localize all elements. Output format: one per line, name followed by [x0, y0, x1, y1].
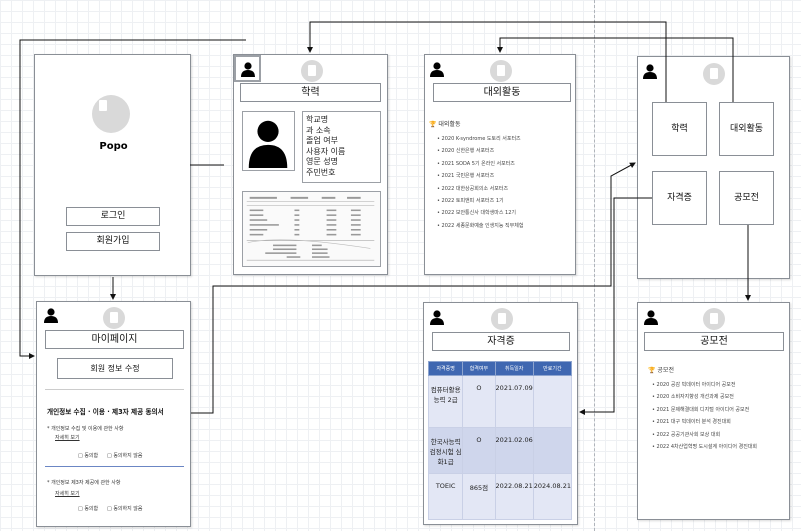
- activities-frame: 대외활동 🏆 대외활동 2020 K-syndrome 도토리 서포터즈 202…: [424, 54, 576, 275]
- divider: [45, 466, 184, 467]
- hub-frame: [637, 56, 790, 279]
- table-row: 한국사능력검정시험 심화1급 O 2021.02.06: [427, 427, 573, 474]
- clause-third-party: * 개인정보 제3자 제공에 관한 사항: [47, 480, 121, 486]
- list-item: 2021 SODA 5기 온라인 서포터즈: [437, 160, 523, 172]
- clause-collection: * 개인정보 수집 및 이용에 관한 사항: [47, 426, 124, 432]
- person-icon: [430, 310, 444, 325]
- list-item: 2020 K-syndrome 도토리 서포터즈: [437, 135, 523, 147]
- list-item: 2022 공공기관사회 보상 대회: [652, 431, 757, 443]
- disagree-checkbox[interactable]: □ 동의하지 않음: [107, 453, 143, 459]
- field-major: 과 소속: [306, 125, 331, 135]
- agree-checkbox[interactable]: □ 동의함: [78, 453, 99, 459]
- cell-expiry: [532, 427, 573, 474]
- section-header: 🏆 대외활동: [429, 119, 461, 128]
- popo-frame: Popo 로그인 회원가입: [34, 54, 191, 276]
- activity-list: 2020 K-syndrome 도토리 서포터즈 2020 신한은행 서포터즈 …: [437, 135, 524, 234]
- contest-frame: 공모전 🏆 공모전 2020 공감 빅데이터 아이디어 공모전 2020 소비자…: [637, 302, 790, 520]
- list-item: 2022 4차산업혁명 도시설계 아이디어 경진대회: [652, 443, 757, 455]
- education-frame: 학력 학교명 과 소속 졸업 여부 사용자 이름 영문 성명 주민번호: [233, 54, 388, 275]
- cell-expiry: [532, 375, 573, 428]
- divider-line: [594, 0, 595, 531]
- document-icon: [703, 63, 725, 85]
- document-icon: [301, 60, 323, 82]
- cell-passed: 865점: [462, 473, 496, 520]
- list-item: 2021 국민은행 서포터즈: [437, 172, 523, 184]
- transcript-scan: [246, 196, 375, 261]
- list-item: 2022 토피앤피 서포터즈 1기: [437, 197, 523, 209]
- person-icon: [44, 308, 58, 323]
- login-button[interactable]: 로그인: [66, 207, 160, 226]
- field-username: 사용자 이름: [306, 146, 346, 156]
- section-header: 🏆 공모전: [648, 365, 674, 374]
- tile-activities[interactable]: 대외활동: [719, 102, 774, 156]
- tile-certificates[interactable]: 자격증: [652, 171, 707, 225]
- disagree-checkbox[interactable]: □ 동의하지 않음: [107, 506, 143, 512]
- list-item: 2020 신한은행 서포터즈: [437, 147, 523, 159]
- field-resident-number: 주민번호: [306, 167, 336, 177]
- edit-profile-button[interactable]: 회원 정보 수정: [57, 358, 173, 379]
- divider: [45, 389, 184, 390]
- page-title: 학력: [240, 83, 381, 102]
- col-header: 합격여부: [462, 361, 496, 376]
- person-icon-box: [234, 55, 261, 82]
- section-title: 대외활동: [438, 121, 461, 128]
- field-english-name: 영문 성명: [306, 157, 338, 166]
- cell-passed: O: [462, 375, 496, 428]
- page-title: 공모전: [644, 332, 784, 351]
- person-icon: [241, 62, 255, 77]
- signup-button[interactable]: 회원가입: [66, 232, 160, 251]
- field-graduation: 졸업 여부: [306, 136, 338, 145]
- document-icon: [92, 95, 130, 133]
- education-fields: 학교명 과 소속 졸업 여부 사용자 이름 영문 성명 주민번호: [302, 111, 381, 183]
- page-title: 자격증: [432, 332, 570, 351]
- trophy-icon: 🏆: [429, 121, 437, 128]
- document-icon: [103, 307, 125, 329]
- cell-cert-name: TOEIC: [427, 473, 464, 520]
- list-item: 2021 문제해결대회 디지털 아이디어 공모전: [652, 406, 757, 418]
- list-item: 2022 대한상공회의소 서포터즈: [437, 185, 523, 197]
- tile-contests[interactable]: 공모전: [719, 171, 774, 225]
- person-icon: [430, 62, 444, 77]
- view-details-link[interactable]: 자세히 보기: [55, 491, 80, 497]
- table-row: TOEIC 865점 2022.08.21 2024.08.21: [427, 473, 573, 520]
- list-item: 2022 세종문화예술 인생지능 직무체험: [437, 222, 524, 234]
- cell-expiry: 2024.08.21: [532, 473, 573, 520]
- page-title: 마이페이지: [45, 330, 184, 349]
- contest-list: 2020 공감 빅데이터 아이디어 공모전 2020 소비자지향성 개선과제 공…: [652, 381, 757, 455]
- trophy-icon: 🏆: [648, 367, 656, 374]
- table-row: 컴퓨터활용능력 2급 O 2021.07.09: [427, 375, 573, 428]
- person-icon: [644, 310, 658, 325]
- field-school: 학교명: [306, 115, 329, 124]
- id-photo: [242, 111, 295, 171]
- agree-checkbox[interactable]: □ 동의함: [78, 506, 99, 512]
- app-name: Popo: [99, 141, 128, 152]
- list-item: 2022 보안통신사 대학생마스 12기: [437, 209, 523, 221]
- cell-passed: O: [462, 427, 496, 474]
- list-item: 2020 공감 빅데이터 아이디어 공모전: [652, 381, 757, 393]
- document-icon: [491, 308, 513, 330]
- list-item: 2020 소비자지향성 개선과제 공모전: [652, 393, 757, 405]
- document-icon: [703, 308, 725, 330]
- mypage-frame: 마이페이지 회원 정보 수정 개인정보 수집 · 이용 · 제3자 제공 동의서…: [36, 301, 191, 527]
- consent-title: 개인정보 수집 · 이용 · 제3자 제공 동의서: [47, 408, 164, 416]
- cell-cert-name: 컴퓨터활용능력 2급: [427, 375, 464, 428]
- page-title: 대외활동: [433, 83, 571, 102]
- section-title: 공모전: [657, 367, 674, 374]
- cell-date: 2022.08.21: [494, 473, 534, 520]
- person-icon: [643, 64, 657, 79]
- view-details-link[interactable]: 자세히 보기: [55, 435, 80, 441]
- person-silhouette-icon: [248, 120, 288, 168]
- certificate-table: 자격증명 합격여부 취득일자 만료기간 컴퓨터활용능력 2급 O 2021.07…: [427, 361, 573, 520]
- certificates-frame: 자격증 자격증명 합격여부 취득일자 만료기간 컴퓨터활용능력 2급 O 202…: [423, 302, 578, 525]
- tile-education[interactable]: 학력: [652, 102, 707, 156]
- document-icon: [490, 60, 512, 82]
- transcript-image: [242, 191, 381, 267]
- list-item: 2021 대구 빅데이터 분석 경진대회: [652, 418, 757, 430]
- cell-date: 2021.02.06: [494, 427, 534, 474]
